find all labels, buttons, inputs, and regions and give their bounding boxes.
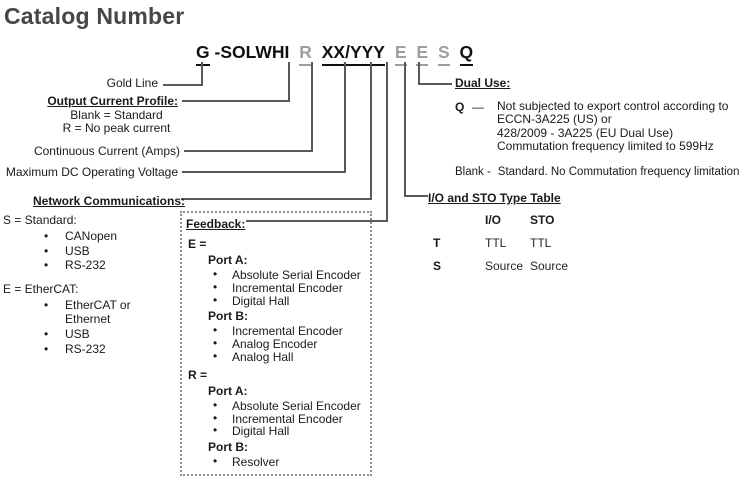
dual-use-heading: Dual Use: [455,76,511,90]
list-item: Resolver [182,455,370,469]
label-ocp-blank: Blank = Standard [70,108,163,122]
connector-continuous-current-h [184,150,313,152]
connector-dc-voltage-v [344,62,346,173]
column-header-io: I/O [485,213,502,227]
connector-gold-line-v [201,62,203,86]
list-item: Incremental Encoder [182,324,370,338]
table-row-key: S [433,259,442,273]
list-item: Absolute Serial Encoder [182,399,370,413]
list-item: Analog Encoder [182,337,370,351]
network-communications-list: S = Standard: CANopen USB RS-232 E = Eth… [3,213,179,356]
list-item: RS-232 [3,342,179,357]
io-sto-heading: I/O and STO Type Table [428,191,561,205]
label-output-current-profile: Output Current Profile: [47,94,178,108]
label-continuous-current: Continuous Current (Amps) [33,144,180,158]
list-item: USB [3,327,179,342]
connector-io-sto-v [404,62,406,197]
list-item: Incremental Encoder [182,281,370,295]
dual-use-section: Dual Use: Q — Not subjected to export co… [455,76,747,178]
connector-feedback-h [246,220,388,222]
code-segment-e2: E [416,42,429,66]
code-segment-r: R [299,42,312,66]
code-segment-s: S [437,42,450,66]
connector-dual-use-h [418,83,452,85]
io-sto-table: I/O STO T TTL TTL S Source Source [433,213,568,273]
feedback-group-e: E = [188,237,207,251]
label-ocp-r: R = No peak current [62,121,171,135]
dual-use-blank-description: Standard. No Commutation frequency limit… [497,165,740,178]
table-cell: TTL [485,236,507,250]
page-title: Catalog Number [4,3,185,29]
list-item: EtherCAT or Ethernet [3,298,179,327]
list-item: USB [3,244,179,259]
dual-use-q-key: Q [455,100,465,114]
connector-current-profile-h [182,100,290,102]
feedback-heading: Feedback: [186,217,246,231]
list-item: RS-232 [3,258,179,273]
io-sto-section: I/O and STO Type Table I/O STO T TTL TTL… [428,191,568,273]
table-row-key: T [433,236,441,250]
connector-dual-use-v [418,62,420,85]
connector-dc-voltage-h [182,171,346,173]
feedback-port-a: Port A: [208,383,248,398]
network-group-ethercat: E = EtherCAT: [3,281,79,296]
code-segment-xxyyy: XX/YYY [321,42,385,66]
dual-use-q-row: Q — Not subjected to export control acco… [455,99,747,154]
feedback-port-b: Port B: [208,440,248,455]
network-group-standard: S = Standard: [3,213,77,227]
connector-io-sto-h [404,195,428,197]
list-item: CANopen [3,229,179,244]
list-item: Incremental Encoder [182,412,370,426]
dual-use-blank-key: Blank - [455,165,491,178]
catalog-code: G -SOLWHI R XX/YYY E E S Q [196,42,474,66]
list-item: Digital Hall [182,294,370,308]
dual-use-dash: — [472,100,484,114]
column-header-sto: STO [530,213,555,227]
code-segment-q: Q [459,42,474,66]
connector-gold-line-h [163,84,203,86]
connector-current-profile-v [288,62,290,102]
connector-network-v [370,62,372,200]
label-max-dc-voltage: Maximum DC Operating Voltage [5,165,178,179]
list-item: Analog Hall [182,350,370,364]
table-cell: Source [485,259,524,273]
dual-use-q-description: Not subjected to export control accordin… [497,99,729,154]
list-item: Absolute Serial Encoder [182,268,370,282]
dual-use-blank-row: Blank - Standard. No Commutation frequenc… [455,166,747,178]
connector-continuous-current-v [311,62,313,152]
table-cell: TTL [530,236,552,250]
connector-network-h [181,198,372,200]
list-item: Digital Hall [182,424,370,438]
connector-feedback-v [386,62,388,222]
code-segment-e1: E [394,42,407,66]
network-communications-heading: Network Communications: [33,194,186,208]
feedback-group-r: R = [188,367,208,382]
feedback-port-a: Port A: [208,253,248,267]
feedback-box: Feedback: E = Port A: Absolute Serial En… [180,211,372,476]
feedback-port-b: Port B: [208,309,248,324]
table-cell: Source [530,259,569,273]
code-segment-solwhi: -SOLWHI [214,42,290,62]
label-gold-line: Gold Line [106,76,158,90]
